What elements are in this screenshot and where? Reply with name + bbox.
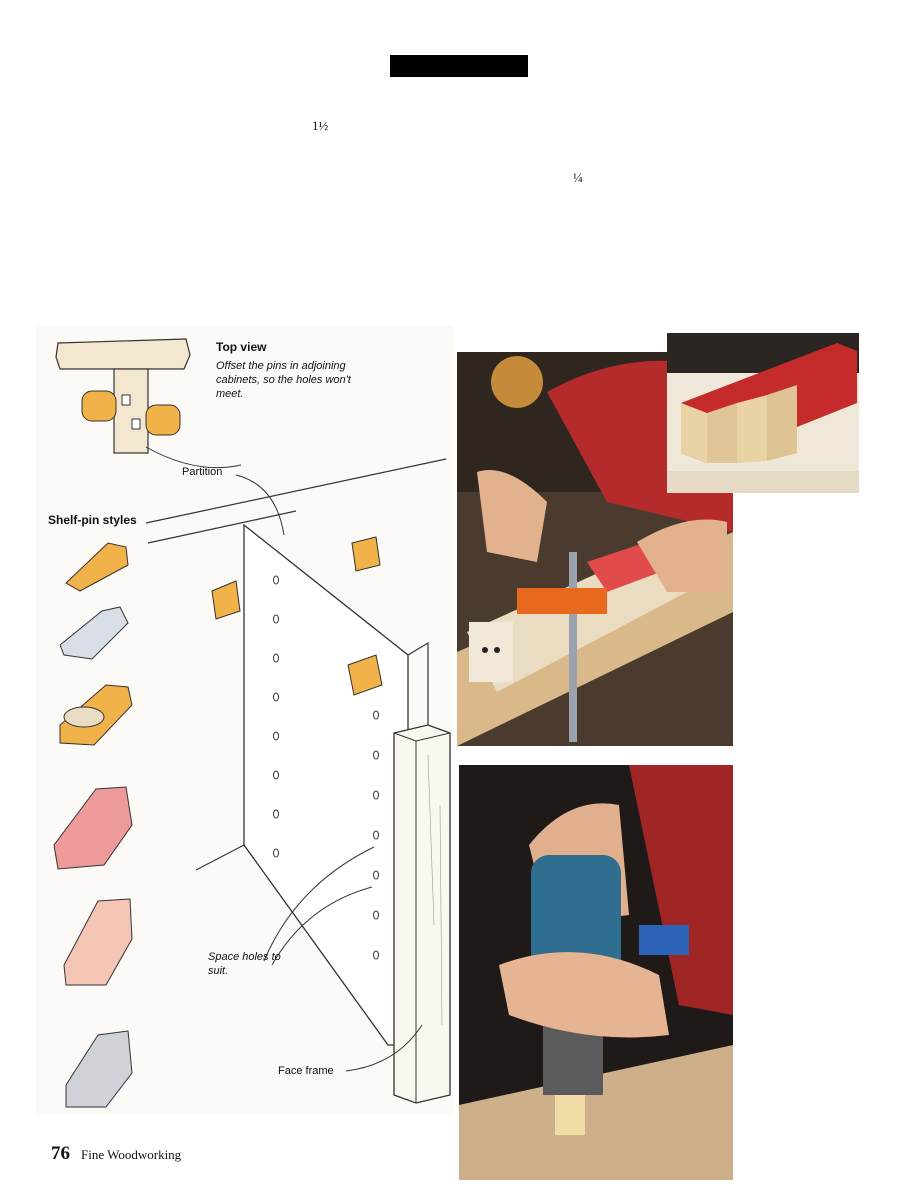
- redacted-heading-bar: [390, 55, 528, 77]
- fraction-text-2: ¼: [573, 170, 583, 185]
- shelf-pin-styles-title: Shelf-pin styles: [48, 513, 137, 527]
- shelf-pin-illustration: Top view Offset the pins in adjoining ca…: [36, 325, 454, 1115]
- illustration-drawing: [53, 338, 451, 1108]
- page-number: 76: [51, 1143, 70, 1164]
- top-view-caption: Offset the pins in adjoining cabinets, s…: [216, 360, 351, 400]
- drilling-photo: [459, 765, 733, 1180]
- annotation-arrows: [235, 474, 423, 1072]
- space-holes-label: Space holes to suit.: [208, 951, 281, 977]
- magazine-name: Fine Woodworking: [81, 1147, 182, 1162]
- top-view-title: Top view: [216, 340, 267, 354]
- partition-label: Partition: [182, 466, 223, 478]
- shelf-pin-styles: [53, 542, 133, 1108]
- jig-block-inset-photo: [667, 333, 859, 493]
- top-view-sketch: [55, 338, 242, 469]
- face-frame: [393, 724, 451, 1104]
- cabinet-top-edge: [145, 458, 447, 544]
- panel-pins: [211, 536, 383, 696]
- face-frame-label: Face frame: [278, 1065, 334, 1077]
- fraction-text-1: 1½: [312, 118, 329, 133]
- partition-holes: [273, 575, 379, 960]
